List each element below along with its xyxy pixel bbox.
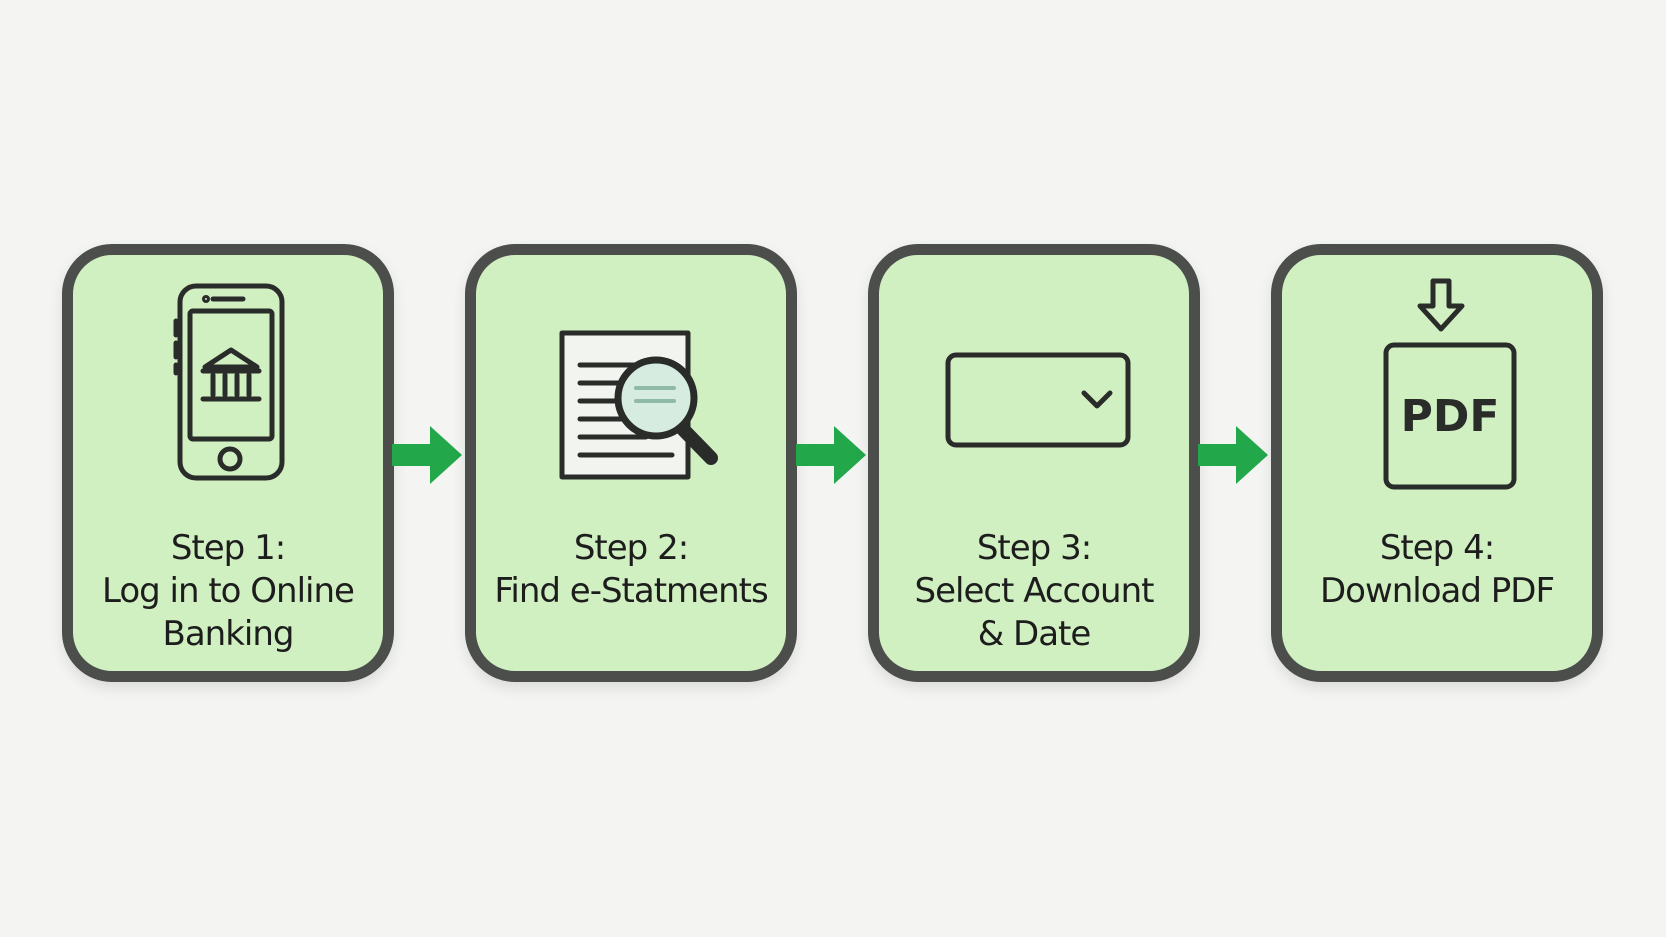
- step-3-title-line1: Select Account: [914, 571, 1155, 611]
- step-4-label: Step 4: Download PDF: [1282, 527, 1592, 613]
- step-2-title-line1: Find e-Statments: [494, 571, 768, 611]
- step-3-title-line2: & Date: [977, 614, 1092, 654]
- arrow-right-icon: [1198, 426, 1268, 484]
- pdf-icon-text: PDF: [1401, 391, 1500, 442]
- step-1-card: Step 1: Log in to Online Banking: [62, 244, 394, 682]
- step-1-title-line1: Log in to Online: [102, 571, 355, 611]
- step-3-number: Step 3:: [976, 528, 1092, 568]
- pdf-download-icon: PDF: [1383, 278, 1517, 490]
- phone-bank-icon: [173, 283, 285, 481]
- document-search-icon: [559, 330, 718, 480]
- step-4-card: PDF Step 4: Download PDF: [1271, 244, 1603, 682]
- step-4-title-line1: Download PDF: [1319, 571, 1555, 611]
- step-2-label: Step 2: Find e-Statments: [476, 527, 786, 613]
- step-1-number: Step 1:: [170, 528, 286, 568]
- dropdown-select-icon: [945, 352, 1131, 448]
- step-3-label: Step 3: Select Account & Date: [879, 527, 1189, 656]
- chevron-down-icon: [1081, 390, 1113, 409]
- arrow-right-icon: [392, 426, 462, 484]
- step-1-label: Step 1: Log in to Online Banking: [73, 527, 383, 656]
- step-2-number: Step 2:: [573, 528, 689, 568]
- arrow-right-icon: [796, 426, 866, 484]
- step-2-card: Step 2: Find e-Statments: [465, 244, 797, 682]
- step-3-card: Step 3: Select Account & Date: [868, 244, 1200, 682]
- step-4-number: Step 4:: [1379, 528, 1495, 568]
- download-arrow-icon: [1417, 278, 1465, 332]
- step-1-title-line2: Banking: [162, 614, 295, 654]
